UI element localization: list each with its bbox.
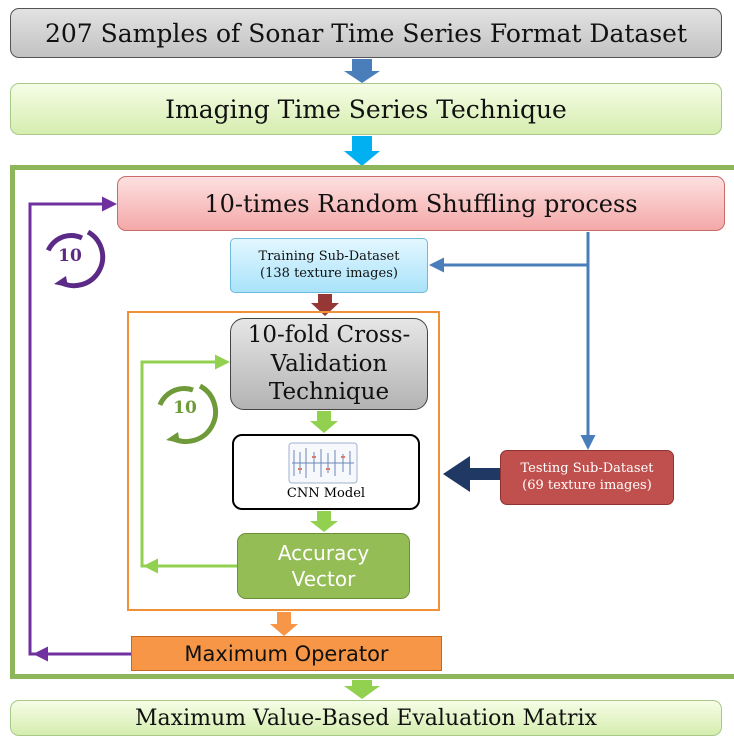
testing-subdataset-box: Testing Sub-Dataset (69 texture images) bbox=[500, 450, 674, 505]
training-box-line2: (138 texture images) bbox=[260, 265, 398, 281]
outer-loop-count: 10 bbox=[58, 246, 82, 266]
training-box-line1: Training Sub-Dataset bbox=[258, 249, 400, 265]
cnn-model-box: CNN Model bbox=[232, 434, 420, 510]
outer-loop-repeat-icon bbox=[43, 229, 106, 289]
imaging-box-label: Imaging Time Series Technique bbox=[165, 94, 567, 124]
inner-loop-repeat-icon bbox=[155, 383, 219, 444]
arrow-frame-to-maximum bbox=[270, 612, 298, 636]
testing-box-line1: Testing Sub-Dataset bbox=[520, 460, 654, 476]
evaluation-box-label: Maximum Value-Based Evaluation Matrix bbox=[135, 705, 597, 731]
cnn-architecture-icon bbox=[288, 442, 358, 484]
training-subdataset-box: Training Sub-Dataset (138 texture images… bbox=[230, 238, 428, 293]
accuracy-box-label: Accuracy Vector bbox=[277, 541, 370, 591]
dataset-box: 207 Samples of Sonar Time Series Format … bbox=[10, 8, 722, 58]
arrow-testing-to-cnn bbox=[443, 456, 500, 492]
arrow-crossval-to-cnn bbox=[310, 411, 338, 433]
dataset-box-label: 207 Samples of Sonar Time Series Format … bbox=[44, 18, 688, 48]
evaluation-matrix-box: Maximum Value-Based Evaluation Matrix bbox=[10, 700, 722, 736]
inner-loop-count: 10 bbox=[173, 398, 197, 418]
arrow-cnn-to-accuracy bbox=[310, 511, 338, 532]
maximum-box-label: Maximum Operator bbox=[184, 641, 389, 666]
shuffle-box-label: 10-times Random Shuffling process bbox=[204, 189, 638, 218]
maximum-operator-box: Maximum Operator bbox=[131, 636, 442, 671]
cnn-box-label: CNN Model bbox=[286, 486, 366, 501]
accuracy-vector-box: Accuracy Vector bbox=[237, 533, 410, 599]
random-shuffling-box: 10-times Random Shuffling process bbox=[117, 176, 725, 231]
inner-crossval-frame bbox=[127, 311, 440, 611]
crossval-box-label: 10-fold Cross-Validation Technique bbox=[247, 321, 411, 406]
cross-validation-box: 10-fold Cross-Validation Technique bbox=[230, 318, 428, 410]
outer-shuffle-frame bbox=[10, 165, 734, 679]
imaging-technique-box: Imaging Time Series Technique bbox=[10, 83, 722, 135]
arrow-frame-to-evaluation bbox=[344, 680, 380, 699]
testing-box-line2: (69 texture images) bbox=[522, 477, 652, 493]
arrow-imaging-to-frame bbox=[344, 136, 380, 166]
arrow-training-to-crossval bbox=[311, 294, 339, 316]
arrow-dataset-to-imaging bbox=[344, 59, 380, 83]
